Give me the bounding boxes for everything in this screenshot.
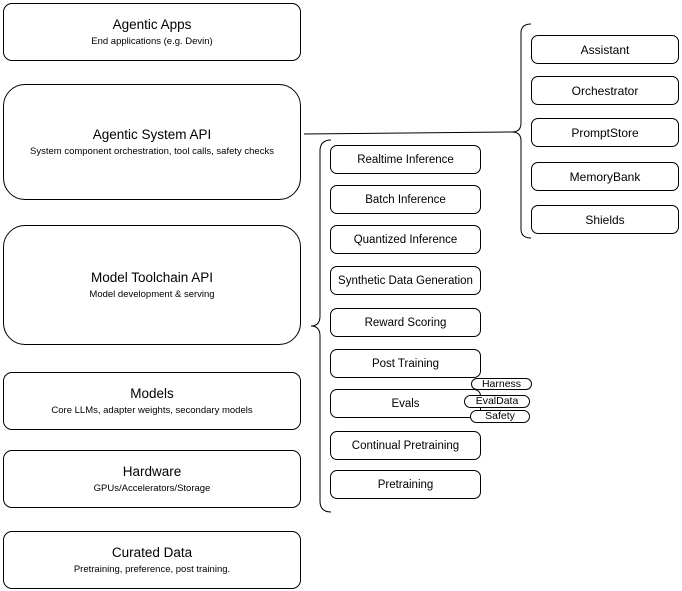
realtime-inference-box: Realtime Inference <box>330 145 481 174</box>
promptstore-box: PromptStore <box>531 118 679 147</box>
orchestrator-box: Orchestrator <box>531 76 679 105</box>
box-title: Hardware <box>122 463 182 479</box>
box-subtitle: GPUs/Accelerators/Storage <box>93 483 211 495</box>
pretraining-box: Pretraining <box>330 470 481 499</box>
system-api-connector-line <box>303 131 513 135</box>
safety-tag: Safety <box>470 410 530 423</box>
assistant-box: Assistant <box>531 35 679 64</box>
quantized-inference-box: Quantized Inference <box>330 225 481 254</box>
models-box: Models Core LLMs, adapter weights, secon… <box>3 372 301 430</box>
box-title: Curated Data <box>111 544 193 560</box>
continual-pretraining-box: Continual Pretraining <box>330 431 481 460</box>
system-components-brace <box>511 23 532 239</box>
curated-data-box: Curated Data Pretraining, preference, po… <box>3 531 301 589</box>
agentic-system-api-box: Agentic System API System component orch… <box>3 84 301 200</box>
hardware-box: Hardware GPUs/Accelerators/Storage <box>3 450 301 508</box>
box-subtitle: End applications (e.g. Devin) <box>91 36 213 48</box>
post-training-box: Post Training <box>330 349 481 378</box>
box-title: Model Toolchain API <box>90 269 214 285</box>
batch-inference-box: Batch Inference <box>330 185 481 214</box>
reward-scoring-box: Reward Scoring <box>330 308 481 337</box>
harness-tag: Harness <box>471 378 532 390</box>
box-title: Agentic Apps <box>112 16 192 32</box>
box-subtitle: Pretraining, preference, post training. <box>73 564 231 576</box>
toolchain-services-brace <box>310 139 332 513</box>
agentic-apps-box: Agentic Apps End applications (e.g. Devi… <box>3 3 301 61</box>
model-toolchain-api-box: Model Toolchain API Model development & … <box>3 225 301 345</box>
box-title: Agentic System API <box>92 126 212 142</box>
evaldata-tag: EvalData <box>464 395 530 408</box>
box-title: Models <box>130 385 174 401</box>
box-subtitle: Model development & serving <box>89 289 215 301</box>
synthetic-data-generation-box: Synthetic Data Generation <box>330 266 481 295</box>
shields-box: Shields <box>531 205 679 234</box>
evals-box: Evals <box>330 389 481 418</box>
memorybank-box: MemoryBank <box>531 162 679 191</box>
box-subtitle: Core LLMs, adapter weights, secondary mo… <box>51 405 253 417</box>
box-subtitle: System component orchestration, tool cal… <box>30 146 274 158</box>
